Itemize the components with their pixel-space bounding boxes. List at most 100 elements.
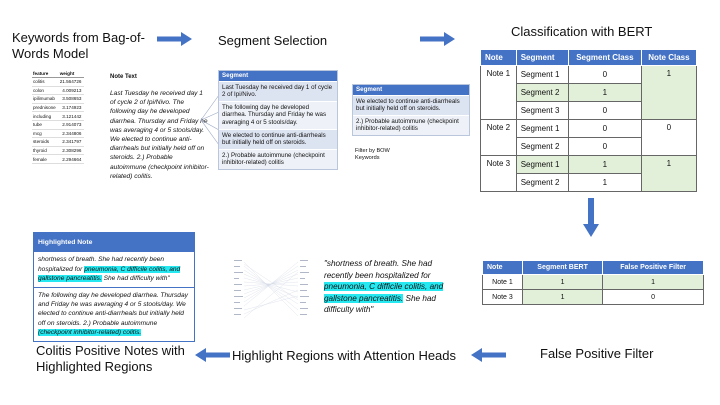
table-row: Note 1 Segment 1 0 1 <box>480 65 698 120</box>
note-text-body: Last Tuesday he received day 1 of cycle … <box>110 90 209 180</box>
segment-cell: Segment 1 <box>515 65 570 84</box>
table-row: Segment 2 0 <box>481 137 697 156</box>
keyword-weight: 2.914073 <box>58 120 85 130</box>
bert-header-note-class: Note Class <box>640 49 698 66</box>
attention-quote: "shortness of breath. She had recently b… <box>324 258 452 316</box>
fp-header-filter: False Positive Filter <box>602 260 704 275</box>
segments-box: Segment Last Tuesday he received day 1 o… <box>218 70 338 170</box>
keyword-feature: tube <box>32 120 59 130</box>
keyword-weight: 21.564726 <box>58 77 85 87</box>
segment-cell: Segment 2 <box>515 83 570 102</box>
false-positive-title: False Positive Filter <box>540 346 654 361</box>
note-class-cell: 1 <box>640 155 698 192</box>
note-class-cell: 0 <box>640 119 698 156</box>
keyword-feature: colitis <box>32 77 59 87</box>
keyword-weight: 2.308296 <box>58 146 85 156</box>
segment-cell: Segment 2 <box>515 137 570 156</box>
segment-selection-title: Segment Selection <box>218 33 328 48</box>
note-text-label: Note Text <box>110 74 137 80</box>
keyword-weight: 2.344806 <box>58 129 85 139</box>
table-row: Note 3 1 0 <box>482 289 704 305</box>
keyword-weight: 2.341797 <box>58 137 85 147</box>
arrow-left-icon <box>194 348 230 362</box>
keyword-feature: including <box>32 111 59 121</box>
keyword-header-feature: feature <box>32 71 59 78</box>
keyword-feature: prednisone <box>32 103 59 113</box>
false-positive-table: Note Segment BERT False Positive Filter … <box>482 260 704 305</box>
bert-header-segment-class: Segment Class <box>568 49 642 66</box>
segment-class-cell: 0 <box>568 65 642 84</box>
note-cell: Note 2 <box>480 119 517 156</box>
highlight-title: Highlight Regions with Attention Heads <box>232 348 457 363</box>
segment-item: 2.) Probable autoimmune (checkpoint inhi… <box>219 148 337 169</box>
highlighted-note-box: Highlighted Note shortness of breath. Sh… <box>33 232 195 342</box>
bert-header-segment: Segment <box>515 49 570 66</box>
keyword-feature: mcg <box>32 129 59 139</box>
positive-notes-title: Colitis Positive Notes with Highlighted … <box>36 343 185 374</box>
segment-class-cell: 0 <box>568 101 642 120</box>
segment-class-cell: 0 <box>568 119 642 138</box>
segments-header: Segment <box>219 71 337 81</box>
segment-item: Last Tuesday he received day 1 of cycle … <box>219 80 337 101</box>
note-cell: Note 3 <box>480 155 517 192</box>
highlighted-note-paragraph: The following day he developed diarrhea.… <box>34 288 194 341</box>
attention-heads-visualization <box>234 260 309 319</box>
table-row: Segment 2 1 <box>481 83 697 102</box>
arrow-left-icon <box>470 348 506 362</box>
bow-filter-caption-line: Filter by BOW <box>355 148 390 154</box>
note-text: The following day he developed diarrhea.… <box>38 291 188 327</box>
keyword-feature: thyroid <box>32 146 59 156</box>
filtered-segments-box: Segment We elected to continue anti-diar… <box>352 84 470 136</box>
segment-connector-lines <box>200 94 220 146</box>
bert-header-note: Note <box>480 49 517 66</box>
highlighted-note-paragraph: shortness of breath. She had recently be… <box>34 252 194 286</box>
fp-note-cell: Note 3 <box>482 289 523 305</box>
keyword-weight: 3.121442 <box>58 111 85 121</box>
quote-text: She had difficulty with" <box>324 293 436 315</box>
bert-classification-table: Note Segment Segment Class Note Class No… <box>480 49 698 192</box>
segment-cell: Segment 3 <box>515 101 570 120</box>
arrow-right-icon <box>157 32 193 46</box>
classification-title: Classification with BERT <box>511 24 653 39</box>
fp-filter-cell: 0 <box>602 289 704 305</box>
note-class-cell: 1 <box>640 65 698 120</box>
keyword-feature: female <box>32 154 59 164</box>
note-cell: Note 1 <box>480 65 517 120</box>
segment-cell: Segment 1 <box>515 119 570 138</box>
segment-class-cell: 1 <box>568 155 642 174</box>
keyword-weight: 3.508653 <box>58 94 85 104</box>
keywords-stage-title: Keywords from Bag-of-Words Model <box>12 30 145 61</box>
note-text: shortness of breath. She had recently be… <box>38 256 165 273</box>
segment-class-cell: 0 <box>568 137 642 156</box>
fp-filter-cell: 1 <box>602 274 704 290</box>
note-text: She had difficulty with" <box>101 275 170 283</box>
keyword-header-weight: weight <box>58 71 85 78</box>
fp-header-segment-bert: Segment BERT <box>521 260 604 275</box>
highlighted-note-header: Highlighted Note <box>34 233 194 253</box>
filtered-segments-header: Segment <box>353 85 469 95</box>
arrow-right-icon <box>420 32 456 46</box>
keyword-weight: 2.294664 <box>58 154 85 164</box>
fp-header-note: Note <box>482 260 523 275</box>
table-row: Note 3 Segment 1 1 1 <box>480 155 698 192</box>
table-row: Note 2 Segment 1 0 0 <box>480 119 698 156</box>
keyword-feature: colon <box>32 86 59 96</box>
highlighted-region: (checkpoint inhibitor-related) colitis. <box>38 329 142 337</box>
segment-class-cell: 1 <box>568 173 642 192</box>
segment-item: The following day he developed diarrhea.… <box>219 100 337 129</box>
bow-filter-caption-line: Keywords <box>355 155 380 161</box>
keyword-weight: 4.009213 <box>58 86 85 96</box>
segment-cell: Segment 1 <box>515 155 570 174</box>
table-row: Note 1 1 1 <box>482 274 704 290</box>
keyword-weight: 3.174923 <box>58 103 85 113</box>
segment-item: We elected to continue anti-diarrheals b… <box>219 128 337 149</box>
